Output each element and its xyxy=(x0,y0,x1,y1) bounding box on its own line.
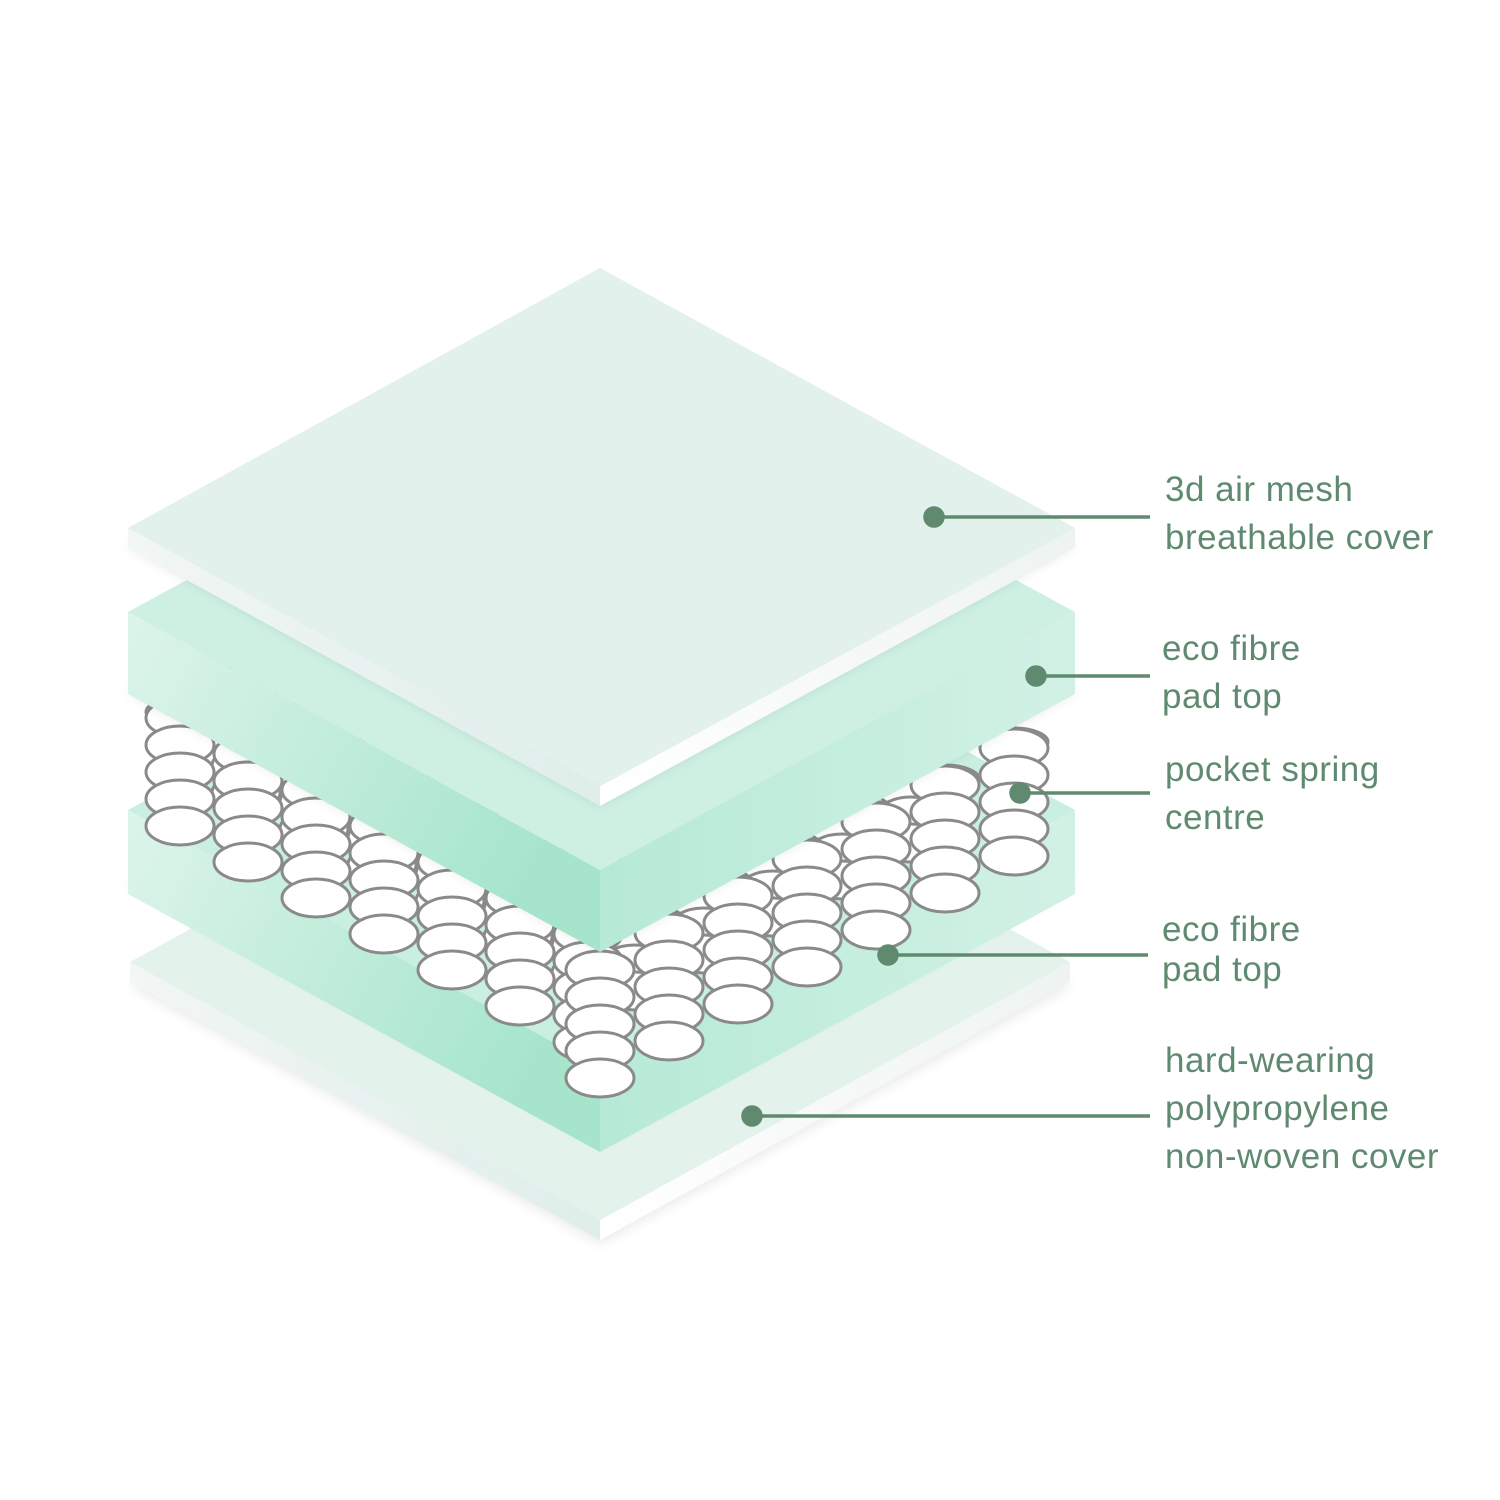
label-line: pocket spring xyxy=(1165,750,1380,789)
leader-springs xyxy=(1009,782,1150,804)
label-line: eco fibre xyxy=(1162,629,1301,668)
leader-lower-pad xyxy=(877,944,1148,966)
spring-coil xyxy=(978,835,1050,877)
leader-top-cover xyxy=(923,506,1150,528)
label-upper-pad: eco fibre pad top xyxy=(1162,625,1301,721)
label-line: centre xyxy=(1165,798,1266,837)
spring-coil xyxy=(909,872,981,914)
spring-coil xyxy=(564,1057,636,1099)
label-line: non-woven cover xyxy=(1165,1137,1440,1176)
spring-coil xyxy=(348,913,420,955)
label-top-cover: 3d air mesh breathable cover xyxy=(1165,466,1434,562)
label-line: hard-wearing xyxy=(1165,1041,1376,1080)
spring-coil xyxy=(280,877,352,919)
spring-coil xyxy=(416,949,488,991)
spring-coil xyxy=(840,909,912,951)
label-springs: pocket spring centre xyxy=(1165,746,1380,842)
leader-bottom-cover xyxy=(741,1105,1150,1127)
top-cover-layer xyxy=(128,268,1075,806)
spring-coil xyxy=(771,946,843,988)
label-line: 3d air mesh xyxy=(1165,470,1354,509)
label-line: breathable cover xyxy=(1165,518,1434,557)
label-line: polypropylene xyxy=(1165,1089,1390,1128)
leader-lines xyxy=(741,506,1150,1127)
spring-coil xyxy=(633,1020,705,1062)
spring-coil xyxy=(212,841,284,883)
label-line: eco fibre xyxy=(1162,910,1301,949)
label-bottom-cover: hard-wearing polypropylene non-woven cov… xyxy=(1165,1037,1439,1181)
label-line: pad top xyxy=(1162,677,1283,716)
label-line: pad top xyxy=(1162,950,1283,989)
leader-upper-pad xyxy=(1025,665,1150,687)
spring-coil xyxy=(484,985,556,1027)
spring-coil xyxy=(702,983,774,1025)
label-lower-pad: eco fibre pad top xyxy=(1162,910,1301,990)
spring-coil xyxy=(144,805,216,847)
